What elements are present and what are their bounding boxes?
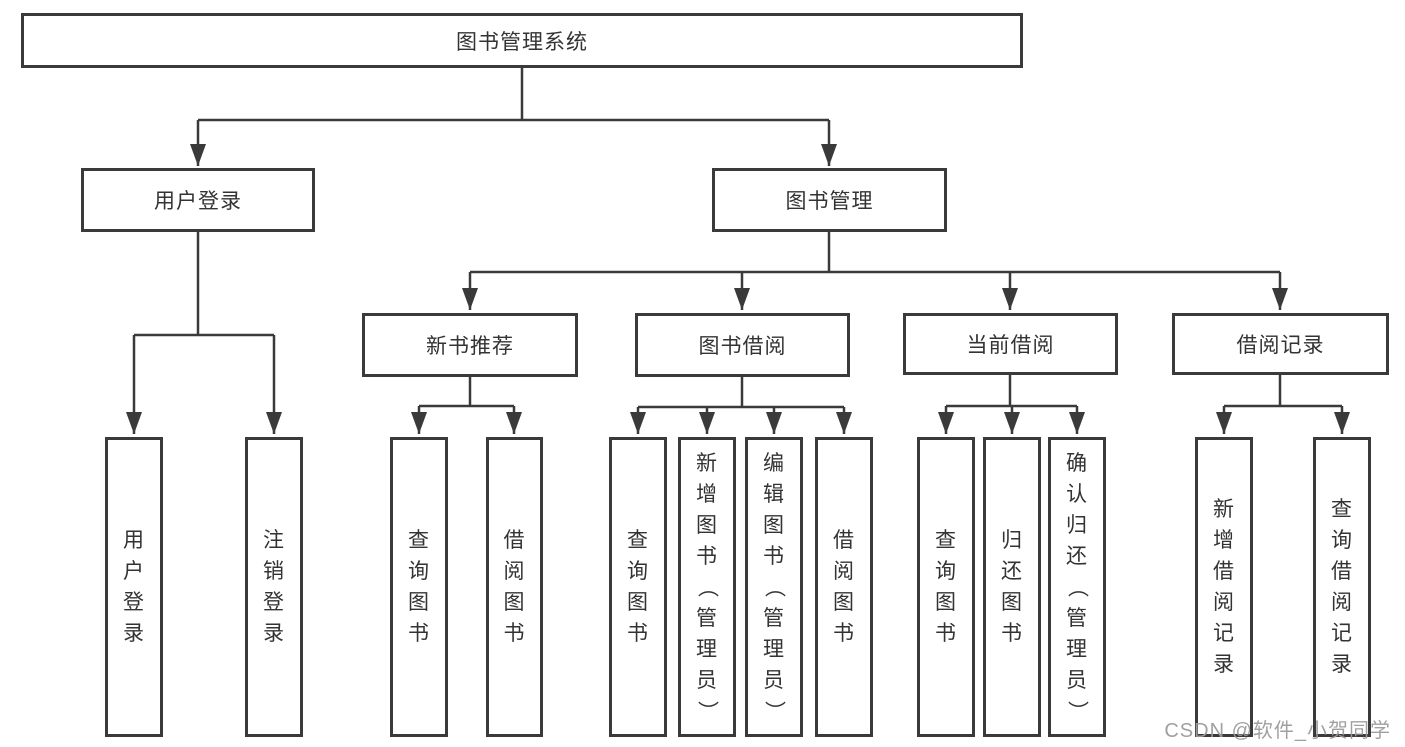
leaf-add-borrow-record: 新增借阅记录 [1195, 437, 1253, 737]
node-current-borrow: 当前借阅 [903, 313, 1118, 375]
leaf-label: 查询图书 [935, 529, 957, 645]
leaf-label: 编辑图书（管理员） [762, 451, 786, 723]
leaf-label: 查询图书 [627, 529, 649, 645]
leaf-label: 查询图书 [408, 529, 430, 645]
node-book-borrow: 图书借阅 [635, 313, 850, 377]
leaf-return-books: 归还图书 [983, 437, 1041, 737]
leaf-label: 注销登录 [263, 529, 285, 645]
leaf-label: 借阅图书 [503, 529, 526, 645]
leaf-user-login: 用户登录 [105, 437, 163, 737]
leaf-query-books-recommend: 查询图书 [390, 437, 448, 737]
leaf-query-books-current: 查询图书 [917, 437, 975, 737]
node-book-management: 图书管理 [712, 168, 947, 232]
leaf-edit-books-admin: 编辑图书（管理员） [745, 437, 803, 737]
leaf-logout: 注销登录 [245, 437, 303, 737]
leaf-add-books-admin: 新增图书（管理员） [678, 437, 736, 737]
leaf-label: 用户登录 [123, 529, 145, 645]
leaf-label: 确认归还（管理员） [1065, 451, 1089, 723]
leaf-borrow-books: 借阅图书 [815, 437, 873, 737]
leaf-confirm-return-admin: 确认归还（管理员） [1048, 437, 1106, 737]
node-library-management-system: 图书管理系统 [21, 13, 1023, 68]
leaf-label: 查询借阅记录 [1331, 498, 1353, 676]
leaf-query-books-borrow: 查询图书 [609, 437, 667, 737]
csdn-watermark: CSDN @软件_小贺同学 [1164, 720, 1391, 742]
leaf-label: 新增借阅记录 [1213, 498, 1235, 676]
node-borrow-records: 借阅记录 [1172, 313, 1389, 375]
node-new-book-recommend: 新书推荐 [362, 313, 578, 377]
leaf-label: 借阅图书 [833, 529, 855, 645]
leaf-label: 归还图书 [1001, 529, 1023, 645]
node-user-login: 用户登录 [81, 168, 315, 232]
leaf-label: 新增图书（管理员） [695, 451, 719, 723]
leaf-borrow-books-recommend: 借阅图书 [486, 437, 543, 737]
leaf-query-borrow-record: 查询借阅记录 [1313, 437, 1371, 737]
